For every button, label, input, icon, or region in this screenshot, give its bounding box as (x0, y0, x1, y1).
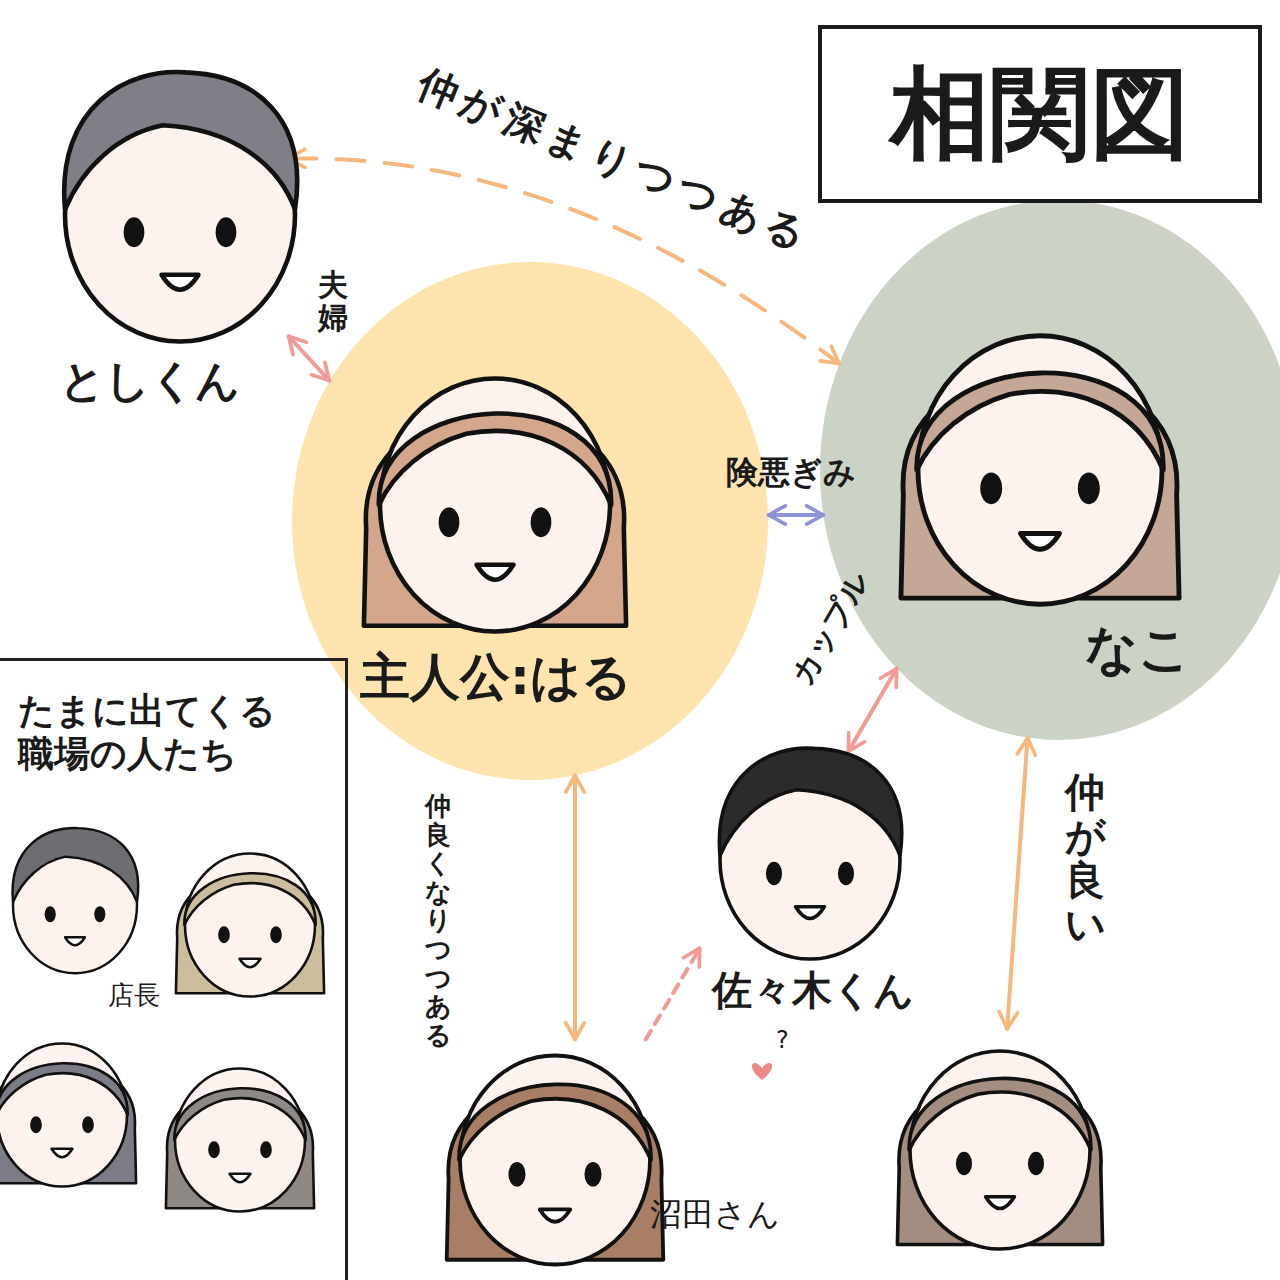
person-node: としくん (55, 88, 288, 415)
numata-face (447, 1056, 664, 1265)
friend-face (897, 1051, 1102, 1249)
sasaki-face (719, 748, 901, 959)
question-mark: ? (776, 1026, 789, 1055)
coworker-face (166, 1069, 314, 1212)
relation-label: 険悪ぎみ (726, 453, 856, 491)
character-circle: なこ (820, 200, 1280, 740)
coworker-face (0, 1044, 136, 1187)
manager-face (13, 828, 139, 973)
person-node: 沼田さん (450, 1040, 813, 1265)
relation-label: 夫婦 (318, 268, 348, 334)
node-name: 沼田さん (650, 1195, 813, 1233)
edge-label-anchor: 仲が良い (1065, 770, 1105, 946)
relation-arrow (289, 336, 330, 380)
relation-label: カップル (783, 565, 876, 690)
protagonist-circle: 主人公:はる (292, 262, 768, 780)
circle-fill (820, 200, 1280, 740)
free-label-anchor: 店長 (108, 980, 160, 1011)
role-label: 店長 (108, 980, 160, 1011)
relation-arrow (769, 513, 823, 517)
person-node (900, 1030, 1100, 1270)
edge-label-anchor: 険悪ぎみ (726, 453, 856, 491)
relation-arrow (646, 948, 700, 1039)
node-name: たまに出てくる 職場の人たち (18, 689, 288, 775)
circle-fill (292, 262, 768, 780)
relation-arrow (1007, 738, 1027, 1029)
relation-label: 仲が良い (1065, 770, 1105, 946)
edge-label-anchor: 仲良くなり つつある (425, 792, 451, 1049)
toshi-face (64, 72, 297, 341)
coworker-face (176, 854, 324, 997)
node-name: としくん (60, 355, 288, 408)
heart-symbol (752, 1063, 772, 1080)
side-panel: たまに出てくる 職場の人たち (0, 658, 348, 1280)
node-name: なこ (1085, 618, 1280, 680)
relation-label: 仲良くなり つつある (425, 792, 451, 1049)
relation-arrow (848, 669, 896, 752)
title-box: 相関図 (818, 25, 1262, 203)
circle-outline (820, 200, 1280, 740)
node-name: 佐々木くん (712, 966, 948, 1014)
edge-label-anchor: カップル (783, 565, 876, 690)
edge-label-anchor: 夫婦 (318, 268, 348, 334)
relation-label: 仲が深まりつつある (411, 59, 819, 261)
edge-label-anchor: 仲が深まりつつある (411, 59, 819, 261)
node-name: 主人公:はる (360, 647, 768, 707)
person-node: 佐々木くん (700, 752, 948, 1020)
free-label-anchor: ? (776, 1026, 789, 1055)
relation-arrow (573, 776, 577, 1040)
diagram-title: 相関図 (890, 59, 1190, 169)
